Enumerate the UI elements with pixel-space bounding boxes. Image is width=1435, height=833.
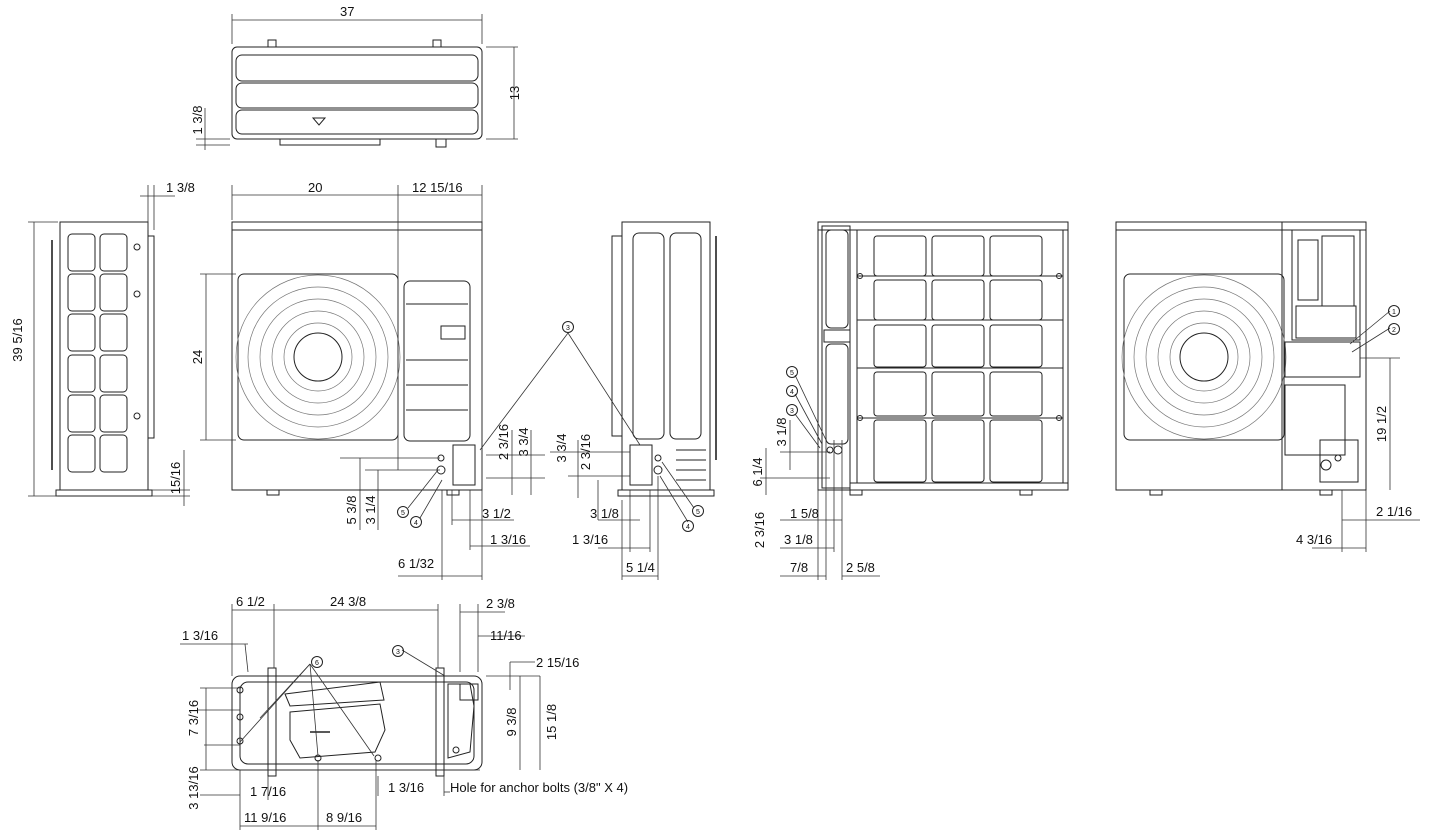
- dim-base-2-15-16: 2 15/16: [536, 655, 579, 670]
- dim-rside-2-3-16: 2 3/16: [578, 434, 593, 470]
- callout-4: 4: [414, 520, 418, 527]
- callout-5: 5: [401, 510, 405, 517]
- dim-back-1-5-8: 1 5/8: [790, 506, 819, 521]
- base-view: [180, 604, 541, 830]
- dim-front-3-3-4: 3 3/4: [516, 428, 531, 457]
- dim-front-3-1-2: 3 1/2: [482, 506, 511, 521]
- dim-base-9-3-8: 9 3/8: [504, 708, 519, 737]
- dim-rside-3-1-8: 3 1/8: [590, 506, 619, 521]
- left-side-view: [28, 185, 190, 506]
- callout-1: 1: [1392, 309, 1396, 316]
- callout-4c: 4: [790, 389, 794, 396]
- top-view: [196, 14, 518, 150]
- front-view: [200, 185, 545, 580]
- dim-back-6-1-4: 6 1/4: [750, 458, 765, 487]
- callout-6: 6: [315, 660, 319, 667]
- dim-side-bottom: 15/16: [168, 462, 183, 495]
- dim-front-3-1-4: 3 1/4: [363, 496, 378, 525]
- dim-base-11-9-16: 11 9/16: [244, 810, 286, 825]
- dim-base-1-7-16: 1 7/16: [250, 784, 286, 799]
- dim-back-7-8: 7/8: [790, 560, 808, 575]
- callout-3: 3: [566, 325, 570, 332]
- dim-front-right: 12 15/16: [412, 180, 463, 195]
- back-view: [760, 221, 1069, 580]
- callout-2: 2: [1392, 327, 1396, 334]
- dim-height: 39 5/16: [10, 318, 25, 361]
- dim-rside-1-3-16: 1 3/16: [572, 532, 608, 547]
- dim-back-3-1-8: 3 1/8: [774, 418, 789, 447]
- dim-fan-height: 24: [190, 350, 205, 364]
- dim-rside-3-3-4: 3 3/4: [554, 434, 569, 463]
- dim-back-2-5-8: 2 5/8: [846, 560, 875, 575]
- dim-open-4-3-16: 4 3/16: [1296, 532, 1332, 547]
- dim-open-19-1-2: 19 1/2: [1374, 406, 1389, 442]
- callouts: 3 5 4 5 4 5 4 3 1 2 3 6: [311, 305, 1400, 668]
- callout-4b: 4: [686, 524, 690, 531]
- dim-back-3-1-8b: 3 1/8: [784, 532, 813, 547]
- dim-front-6-1-32: 6 1/32: [398, 556, 434, 571]
- dim-base-3-13-16: 3 13/16: [186, 766, 201, 809]
- dim-front-left: 20: [308, 180, 322, 195]
- dim-base-1-3-16: 1 3/16: [182, 628, 218, 643]
- dimension-labels: 37 13 1 3/8 1 3/8 39 5/16 15/16 20 12 15…: [10, 4, 1412, 825]
- dim-base-6-1-2: 6 1/2: [236, 594, 265, 609]
- dim-base-15-1-8: 15 1/8: [544, 704, 559, 740]
- dim-base-7-3-16: 7 3/16: [186, 700, 201, 736]
- dim-front-2-3-16: 2 3/16: [496, 424, 511, 460]
- right-side-view: [479, 221, 717, 580]
- dim-front-5-3-8: 5 3/8: [344, 496, 359, 525]
- callout-3c: 3: [790, 408, 794, 415]
- dim-base-2-3-8: 2 3/8: [486, 596, 515, 611]
- dim-base-1-3-16b: 1 3/16: [388, 780, 424, 795]
- callout-5c: 5: [790, 370, 794, 377]
- dim-top-depth: 13: [507, 86, 522, 100]
- dim-rside-5-1-4: 5 1/4: [626, 560, 655, 575]
- dim-front-1-3-16: 1 3/16: [490, 532, 526, 547]
- dim-base-8-9-16: 8 9/16: [326, 810, 362, 825]
- dim-top-foot: 1 3/8: [190, 106, 205, 135]
- callout-3d: 3: [396, 649, 400, 656]
- dim-top-width: 37: [340, 4, 354, 19]
- dim-open-2-1-16: 2 1/16: [1376, 504, 1412, 519]
- anchor-bolt-note: Hole for anchor bolts (3/8" X 4): [450, 780, 628, 795]
- dim-base-24-3-8: 24 3/8: [330, 594, 366, 609]
- callout-5b: 5: [696, 509, 700, 516]
- dim-back-2-3-16: 2 3/16: [752, 512, 767, 548]
- dim-base-11-16: 11/16: [490, 628, 522, 643]
- open-front-view: [1115, 221, 1420, 552]
- dim-side-offset: 1 3/8: [166, 180, 195, 195]
